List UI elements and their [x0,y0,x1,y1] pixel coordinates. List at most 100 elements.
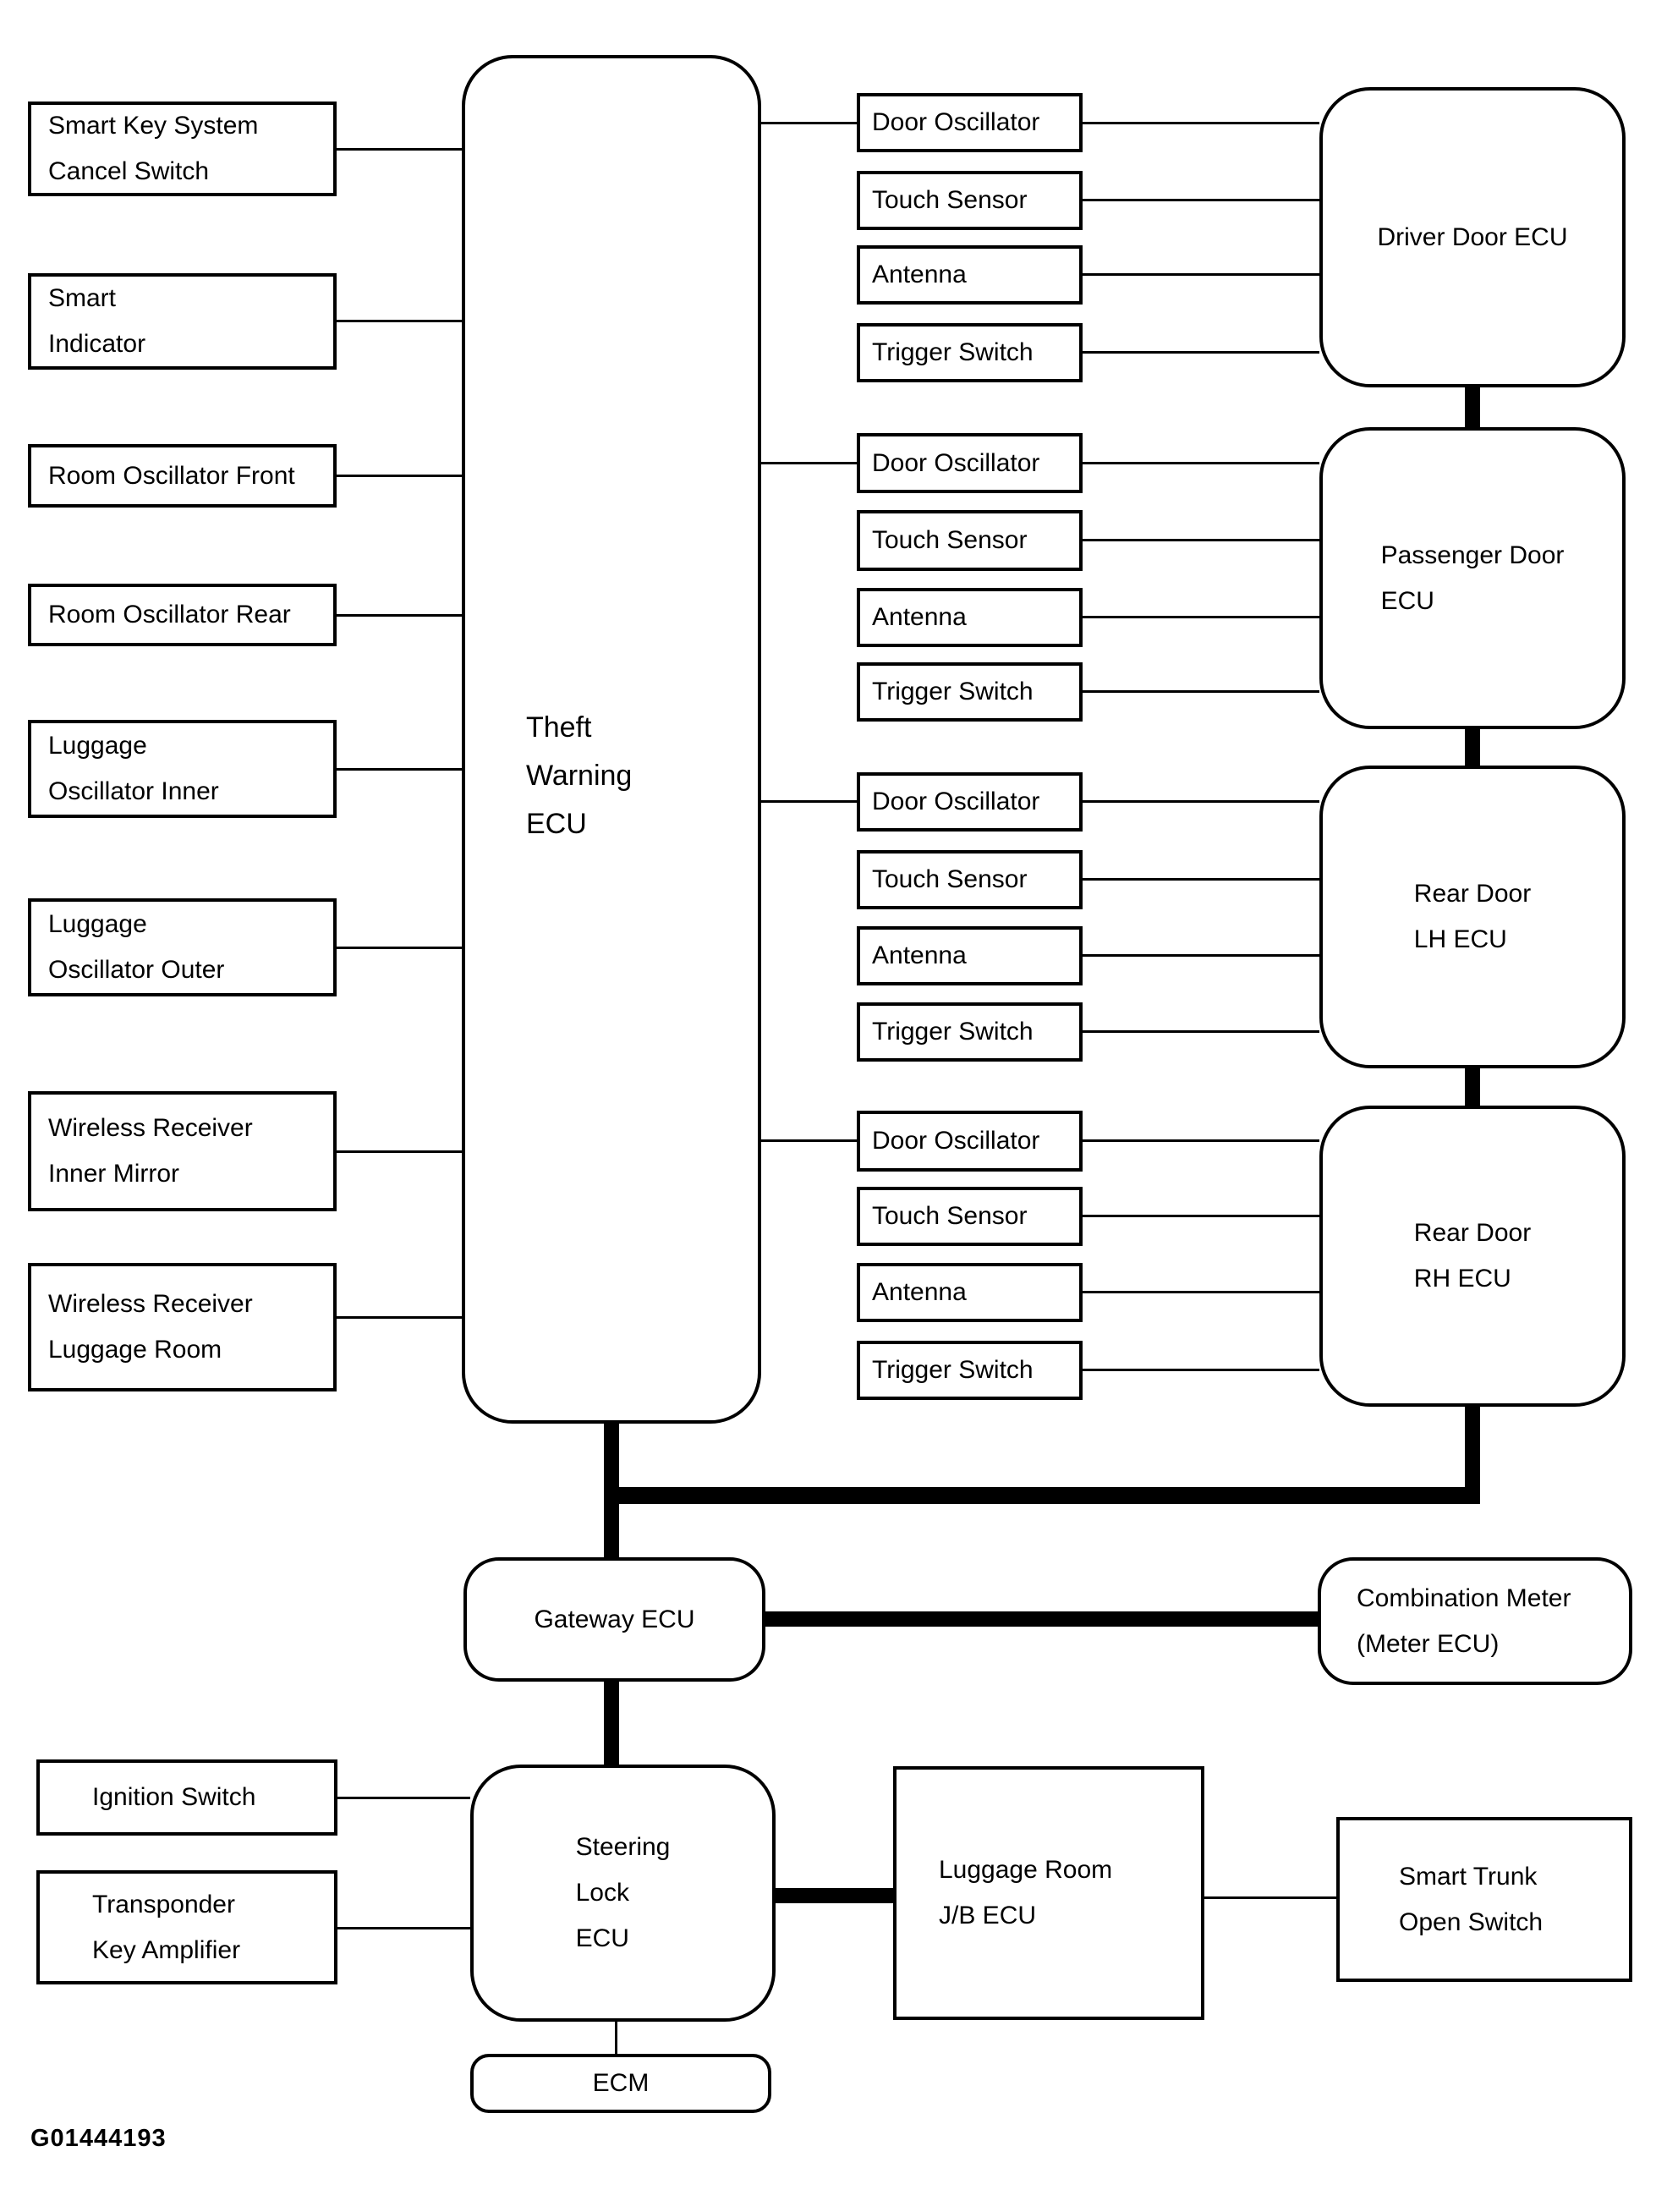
node-steering-lock-ecu: Steering Lock ECU [470,1765,776,2022]
node-combination-meter: Combination Meter (Meter ECU) [1318,1557,1632,1685]
wire-luggage-osc-outer-to-theft-ecu [337,947,462,949]
wire-theft-ecu-to-door-oscillator-3 [761,800,857,803]
node-smart-indicator: Smart Indicator [28,273,337,370]
node-label: ECM [592,2069,650,2097]
figure-code: G01444193 [30,2125,167,2152]
wire-door-oscillator-to-passenger-ecu [1083,462,1319,464]
node-label: Touch Sensor [872,1202,1028,1230]
node-label-block: Rear Door LH ECU [1414,871,1531,963]
node-label: Antenna [872,261,967,288]
bus-rear-lh-to-rear-rh [1465,1068,1480,1107]
node-label-block: Passenger Door ECU [1381,533,1565,624]
wire-trigger-switch-to-rear-rh-ecu [1083,1369,1319,1371]
bus-gateway-to-combination-meter [765,1611,1318,1627]
node-door-oscillator-passenger: Door Oscillator [857,433,1083,493]
node-label: Key Amplifier [92,1935,241,1964]
node-door-oscillator-rear-rh: Door Oscillator [857,1111,1083,1172]
node-trigger-switch-driver: Trigger Switch [857,323,1083,382]
node-label: Touch Sensor [872,526,1028,554]
node-wireless-receiver-luggage-room: Wireless Receiver Luggage Room [28,1263,337,1391]
wire-antenna-to-driver-ecu [1083,273,1319,276]
node-label: ECU [1380,586,1434,615]
node-label: Smart Trunk [1399,1862,1538,1891]
wire-theft-ecu-to-door-oscillator-4 [761,1139,857,1142]
node-luggage-oscillator-inner: Luggage Oscillator Inner [28,720,337,818]
wire-trigger-switch-to-rear-lh-ecu [1083,1030,1319,1033]
wire-antenna-to-rear-rh-ecu [1083,1291,1319,1293]
node-trigger-switch-rear-lh: Trigger Switch [857,1002,1083,1062]
node-label: Antenna [872,1278,967,1306]
wire-door-oscillator-to-rear-lh-ecu [1083,800,1319,803]
theft-warning-ecu-label: Theft Warning ECU [526,704,632,848]
node-label: Luggage [48,732,147,760]
node-label: Gateway ECU [534,1605,695,1633]
wire-antenna-to-passenger-ecu [1083,616,1319,618]
node-label: Passenger Door [1380,541,1565,569]
node-luggage-oscillator-outer: Luggage Oscillator Outer [28,898,337,996]
node-antenna-rear-lh: Antenna [857,926,1083,985]
node-label: Indicator [48,330,146,358]
node-label: Steering [575,1833,671,1861]
node-label: J/B ECU [939,1902,1037,1929]
bus-theft-ecu-to-gateway [604,1424,619,1557]
node-room-oscillator-front: Room Oscillator Front [28,444,337,508]
node-rear-door-rh-ecu: Rear Door RH ECU [1319,1106,1626,1407]
wire-smart-indicator-to-theft-ecu [337,320,462,322]
wire-theft-ecu-to-door-oscillator-1 [761,122,857,124]
node-touch-sensor-passenger: Touch Sensor [857,510,1083,571]
node-label: Warning [526,760,633,792]
wire-wireless-inner-mirror-to-theft-ecu [337,1150,462,1153]
node-label: Smart Key System [48,112,259,140]
node-label: LH ECU [1413,925,1507,953]
node-luggage-room-jb-ecu: Luggage Room J/B ECU [893,1766,1204,2020]
node-label: ECU [526,808,587,840]
node-antenna-driver: Antenna [857,245,1083,305]
node-room-oscillator-rear: Room Oscillator Rear [28,584,337,646]
node-label: (Meter ECU) [1357,1629,1500,1658]
node-door-oscillator-rear-lh: Door Oscillator [857,772,1083,832]
node-label-block: Rear Door RH ECU [1414,1210,1531,1302]
node-touch-sensor-rear-lh: Touch Sensor [857,850,1083,909]
wire-transponder-to-steering-lock [337,1927,470,1929]
node-label: Combination Meter [1357,1584,1571,1612]
node-label: ECU [575,1924,629,1952]
node-label: Open Switch [1399,1907,1544,1936]
wire-smart-key-to-theft-ecu [337,148,462,151]
node-touch-sensor-driver: Touch Sensor [857,171,1083,230]
node-label: Wireless Receiver [48,1290,253,1318]
bus-driver-to-passenger [1465,387,1480,429]
bus-passenger-to-rear-lh [1465,729,1480,767]
node-wireless-receiver-inner-mirror: Wireless Receiver Inner Mirror [28,1091,337,1211]
wire-trigger-switch-to-driver-ecu [1083,351,1319,354]
node-passenger-door-ecu: Passenger Door ECU [1319,427,1626,729]
node-smart-key-system-cancel-switch: Smart Key System Cancel Switch [28,102,337,196]
node-label: Driver Door ECU [1377,222,1568,251]
node-label: Door Oscillator [872,788,1040,815]
node-label: Theft [526,711,592,744]
wire-door-oscillator-to-driver-ecu [1083,122,1319,124]
node-label: Rear Door [1413,880,1532,908]
node-label: Lock [575,1879,629,1907]
node-label: Door Oscillator [872,448,1040,477]
bus-rear-rh-to-trunk-line [1465,1407,1480,1504]
node-label: Oscillator Outer [48,956,225,984]
node-ecm: ECM [470,2054,771,2113]
node-gateway-ecu: Gateway ECU [463,1557,765,1682]
wire-room-osc-rear-to-theft-ecu [337,614,462,617]
node-label: Cancel Switch [48,157,210,185]
node-label: Luggage Room [48,1336,222,1364]
node-label: Luggage [48,910,147,938]
node-label: Trigger Switch [872,1356,1034,1384]
node-label: Touch Sensor [872,186,1028,214]
node-label: Oscillator Inner [48,777,219,805]
node-label: Rear Door [1413,1219,1532,1247]
wire-wireless-luggage-room-to-theft-ecu [337,1316,462,1319]
wire-antenna-to-rear-lh-ecu [1083,954,1319,957]
node-touch-sensor-rear-rh: Touch Sensor [857,1187,1083,1246]
wire-touch-sensor-to-driver-ecu [1083,199,1319,201]
node-label: Trigger Switch [872,1018,1034,1046]
node-ignition-switch: Ignition Switch [36,1759,337,1836]
wire-luggage-osc-inner-to-theft-ecu [337,768,462,771]
node-label: Door Oscillator [872,1127,1040,1155]
bus-gateway-to-steering-lock [604,1682,619,1765]
